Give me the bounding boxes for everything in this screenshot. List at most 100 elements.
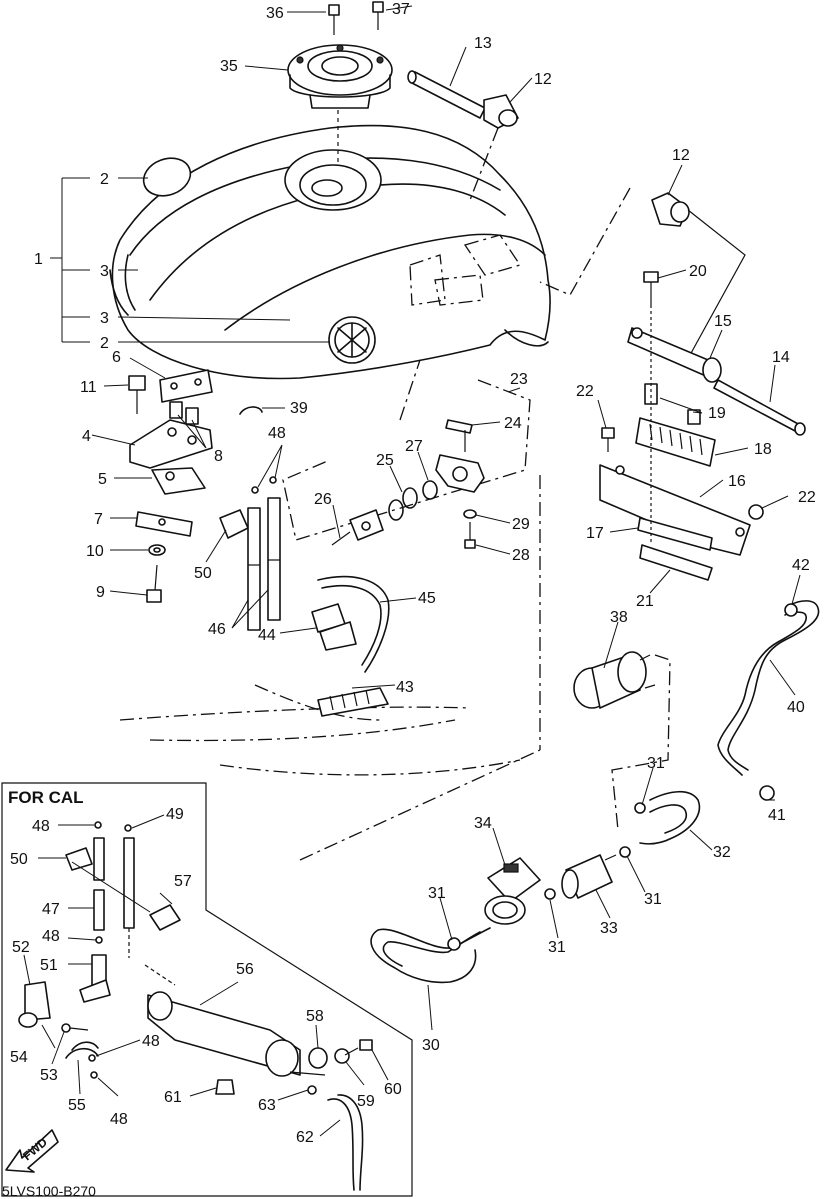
label-48: 48 <box>268 425 286 442</box>
label-48: 48 <box>142 1033 160 1050</box>
washer-29 <box>463 509 477 519</box>
label-31: 31 <box>644 891 662 908</box>
bolt-60 <box>344 1039 373 1056</box>
petcock-body <box>435 454 485 493</box>
tank-emblem-right <box>328 316 376 364</box>
bracket-4 <box>129 419 213 469</box>
fwd-arrow-icon: FWD <box>5 1129 59 1173</box>
clamp-50-inset <box>65 847 93 871</box>
label-3: 3 <box>100 310 109 327</box>
bracket-52 <box>24 981 51 1021</box>
label-60: 60 <box>384 1081 402 1098</box>
plate-7 <box>135 511 193 537</box>
label-18: 18 <box>754 441 772 458</box>
clamp-31-c <box>544 888 556 900</box>
clip-48-inset <box>88 1054 98 1079</box>
label-41: 41 <box>768 807 786 824</box>
label-24: 24 <box>504 415 522 432</box>
clip-63 <box>307 1085 317 1095</box>
label-28: 28 <box>512 547 530 564</box>
bolt-22-left <box>601 427 615 452</box>
label-11: 11 <box>80 379 97 396</box>
label-47: 47 <box>42 901 60 918</box>
canister-56 <box>144 964 326 1077</box>
label-31: 31 <box>428 885 446 902</box>
label-22: 22 <box>576 383 594 400</box>
hose-55 <box>65 1041 99 1059</box>
hose-62 <box>327 1094 364 1191</box>
inset-title: FOR CAL <box>8 788 84 807</box>
part-labels: 1 2 3 3 2 36 37 35 13 12 12 20 15 14 22 … <box>2 1 816 1199</box>
label-44: 44 <box>258 627 276 644</box>
label-22: 22 <box>798 489 816 506</box>
bolt-9 <box>146 564 162 603</box>
label-59: 59 <box>357 1093 375 1110</box>
label-1: 1 <box>34 251 43 268</box>
label-14: 14 <box>772 349 790 366</box>
bolt-37 <box>372 1 384 30</box>
joint-59 <box>334 1048 350 1064</box>
label-25: 25 <box>376 452 394 469</box>
label-8: 8 <box>214 448 223 465</box>
label-4: 4 <box>82 428 91 445</box>
collar-19 <box>644 383 701 425</box>
for-cal-inset <box>1 782 413 1197</box>
label-17: 17 <box>586 525 604 542</box>
screw-28 <box>464 522 476 549</box>
label-40: 40 <box>787 699 805 716</box>
label-38: 38 <box>610 609 628 626</box>
label-32: 32 <box>713 844 731 861</box>
label-53: 53 <box>40 1067 58 1084</box>
plate-6 <box>159 369 213 403</box>
clamp-31-d <box>447 937 461 951</box>
label-49: 49 <box>166 806 184 823</box>
label-2: 2 <box>100 171 109 188</box>
plate-17 <box>637 517 713 551</box>
label-48: 48 <box>32 818 50 835</box>
breather-pipe <box>407 70 486 119</box>
label-29: 29 <box>512 516 530 533</box>
cap-58 <box>308 1047 328 1069</box>
plate-26 <box>331 509 384 546</box>
label-48: 48 <box>42 928 60 945</box>
clamp-31-b <box>619 846 631 858</box>
label-20: 20 <box>689 263 707 280</box>
fuel-tank <box>109 124 551 380</box>
label-34: 34 <box>474 815 492 832</box>
label-15: 15 <box>714 313 732 330</box>
damper-43 <box>317 687 389 717</box>
label-50: 50 <box>194 565 212 582</box>
label-55: 55 <box>68 1097 86 1114</box>
label-23: 23 <box>510 371 528 388</box>
bracket-15 <box>627 327 722 383</box>
label-35: 35 <box>220 58 238 75</box>
fuel-cap-assembly <box>287 1 393 165</box>
washer-10 <box>148 544 166 556</box>
hose-30 <box>370 927 491 984</box>
label-39: 39 <box>290 400 308 417</box>
bolt-11 <box>128 375 146 414</box>
bolt-53 <box>61 1023 89 1033</box>
label-12: 12 <box>534 71 552 88</box>
seal-25 <box>388 487 418 521</box>
damper-12-right <box>651 192 690 227</box>
hose-40 <box>717 600 820 776</box>
damper-18 <box>635 417 716 467</box>
hose-inset-right <box>123 837 135 958</box>
label-61: 61 <box>164 1089 182 1106</box>
cap-61 <box>215 1079 235 1095</box>
fuel-filter-33 <box>561 854 617 899</box>
label-12: 12 <box>672 147 690 164</box>
label-36: 36 <box>266 5 284 22</box>
label-19: 19 <box>708 405 726 422</box>
label-37: 37 <box>392 1 410 18</box>
label-42: 42 <box>792 557 810 574</box>
label-26: 26 <box>314 491 332 508</box>
lever-24 <box>445 419 473 452</box>
label-27: 27 <box>405 438 423 455</box>
bolt-20 <box>643 271 659 305</box>
label-48: 48 <box>110 1111 128 1128</box>
label-52: 52 <box>12 939 30 956</box>
label-10: 10 <box>86 543 104 560</box>
